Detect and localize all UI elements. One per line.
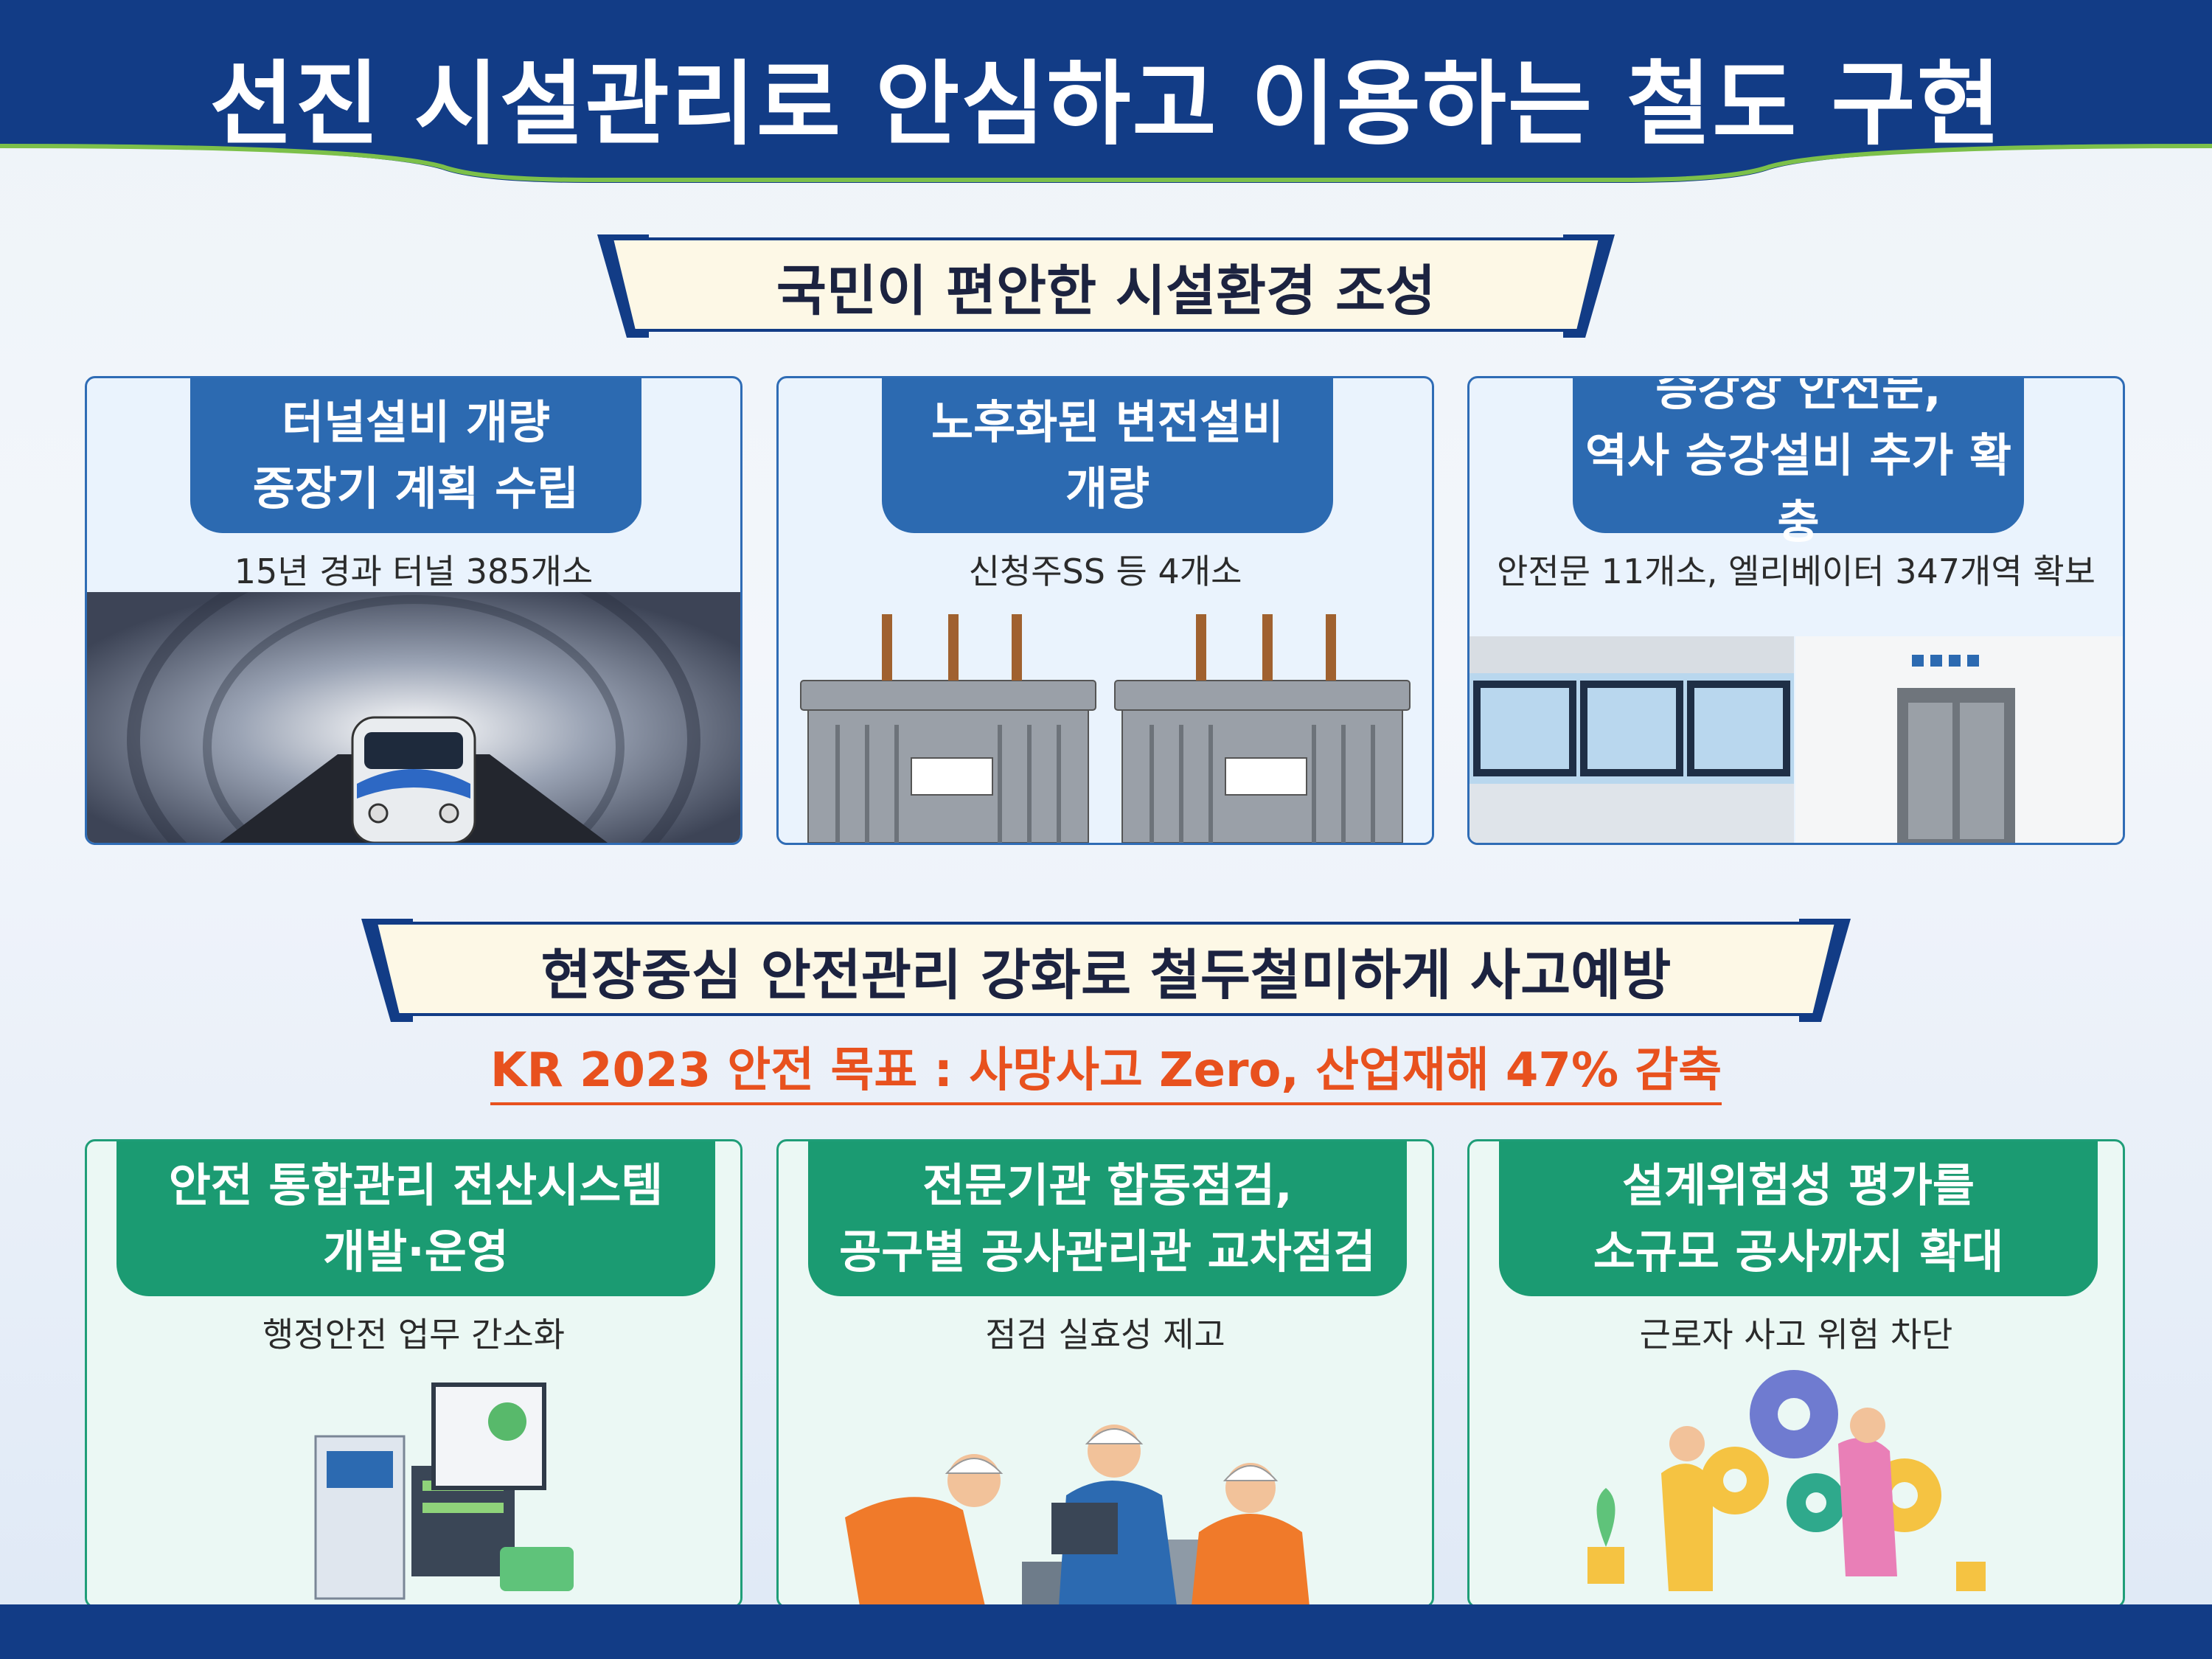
card-platform: 승강장 안전문, 역사 승강설비 추가 확충 안전문 11개소, 엘리베이터 3… — [1467, 376, 2125, 845]
card-title-line: 개발·운영 — [323, 1225, 509, 1279]
safety-goal: KR 2023 안전 목표 : 사망사고 Zero, 산업재해 47% 감축 — [0, 1032, 2212, 1105]
transformer-illustration — [779, 592, 1432, 843]
card-subtitle: 근로자 사고 위험 차단 — [1639, 1315, 1953, 1354]
platform-screen-door-elevator-illustration — [1470, 592, 2123, 843]
card-title-line: 노후화된 변전설비 — [931, 395, 1284, 450]
card-header: 안전 통합관리 전산시스템 개발·운영 — [116, 1141, 715, 1296]
card-transformer: 노후화된 변전설비 개량 신청주SS 등 4개소 — [776, 376, 1434, 845]
card-subtitle: 안전문 11개소, 엘리베이터 347개역 확보 — [1497, 552, 2096, 591]
card-title-line: 소규모 공사까지 확대 — [1593, 1225, 2004, 1279]
card-subtitle: 행정안전 업무 간소화 — [262, 1315, 566, 1354]
card-header: 설계위험성 평가를 소규모 공사까지 확대 — [1499, 1141, 2098, 1296]
section1-title: 국민이 편안한 시설환경 조성 — [776, 259, 1436, 323]
card-header: 터널설비 개량 중장기 계획 수립 — [190, 378, 641, 533]
card-header: 노후화된 변전설비 개량 — [882, 378, 1333, 533]
card-title-line: 터널설비 개량 — [282, 395, 550, 450]
card-title-line: 개량 — [1065, 462, 1150, 515]
construction-workers-illustration — [779, 1355, 1432, 1606]
card-subtitle: 신청주SS 등 4개소 — [968, 552, 1242, 591]
server-computer-illustration — [87, 1355, 740, 1606]
card-subtitle: 점검 실효성 제고 — [985, 1315, 1225, 1354]
safety-goal-text: KR 2023 안전 목표 : 사망사고 Zero, 산업재해 47% 감축 — [490, 1043, 1722, 1105]
page-title: 선진 시설관리로 안심하고 이용하는 철도 구현 — [209, 52, 2003, 158]
card-title-line: 역사 승강설비 추가 확충 — [1585, 428, 2012, 549]
card-risk-assessment: 설계위험성 평가를 소규모 공사까지 확대 근로자 사고 위험 차단 — [1467, 1139, 2125, 1608]
card-header: 전문기관 합동점검, 공구별 공사관리관 교차점검 — [808, 1141, 1407, 1296]
gears-team-illustration — [1470, 1355, 2123, 1606]
card-header: 승강장 안전문, 역사 승강설비 추가 확충 — [1573, 376, 2024, 549]
card-safety-system: 안전 통합관리 전산시스템 개발·운영 행정안전 업무 간소화 — [85, 1139, 742, 1608]
header-background — [0, 0, 2212, 183]
section1-banner: 국민이 편안한 시설환경 조성 — [597, 234, 1615, 338]
card-title-line: 안전 통합관리 전산시스템 — [168, 1158, 664, 1213]
header: 선진 시설관리로 안심하고 이용하는 철도 구현 — [0, 0, 2212, 199]
card-title-line: 설계위험성 평가를 — [1622, 1158, 1975, 1213]
tunnel-train-illustration — [87, 592, 740, 843]
card-tunnel: 터널설비 개량 중장기 계획 수립 15년 경과 터널 385개소 — [85, 376, 742, 845]
card-joint-inspection: 전문기관 합동점검, 공구별 공사관리관 교차점검 점검 실효성 제고 — [776, 1139, 1434, 1608]
card-title-line: 공구별 공사관리관 교차점검 — [839, 1225, 1376, 1279]
card-title-line: 중장기 계획 수립 — [252, 462, 580, 515]
card-title-line: 전문기관 합동점검, — [922, 1158, 1293, 1213]
footer-bar — [0, 1604, 2212, 1659]
section2-banner: 현장중심 안전관리 강화로 철두철미하게 사고예방 — [361, 919, 1851, 1022]
card-title-line: 승강장 안전문, — [1655, 376, 1941, 417]
card-subtitle: 15년 경과 터널 385개소 — [234, 552, 594, 591]
section2-title: 현장중심 안전관리 강화로 철두철미하게 사고예방 — [540, 943, 1672, 1007]
